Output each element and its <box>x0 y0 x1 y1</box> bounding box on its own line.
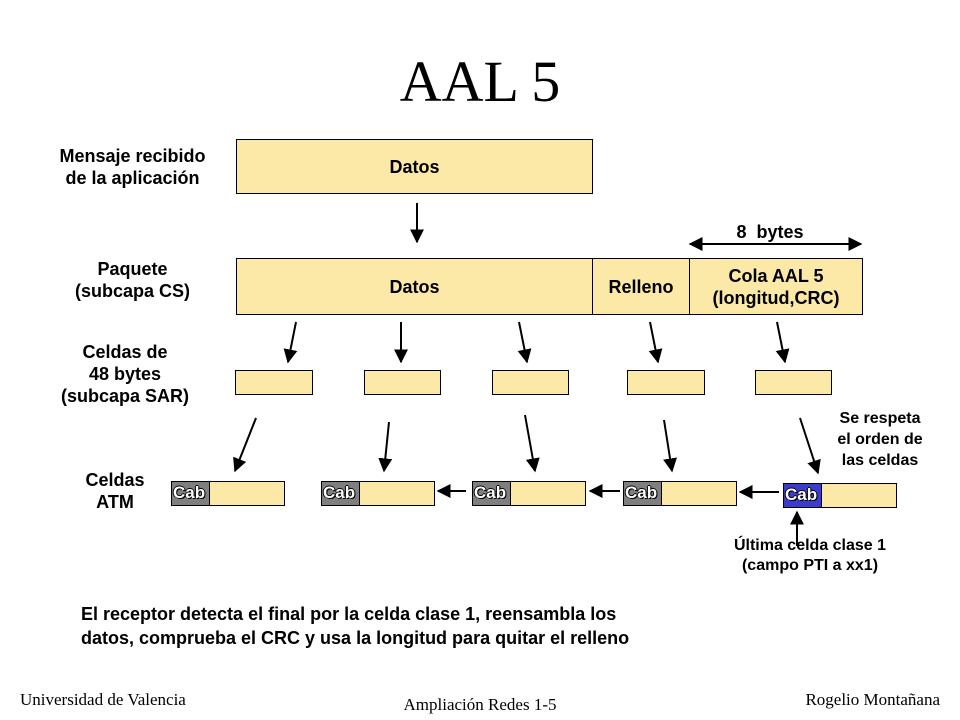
atm-header-last: Cab <box>784 484 822 507</box>
footer-center: Ampliación Redes 1-5 <box>403 695 557 714</box>
arrow-segment <box>517 321 532 364</box>
atm-header: Cab <box>322 482 360 505</box>
arrow-to-atm <box>663 419 677 473</box>
atm-cell: Cab <box>171 481 285 506</box>
padding-box: Relleno <box>592 258 690 315</box>
label-celdas-atm: Celdas ATM <box>85 470 145 512</box>
arrow-to-atm <box>799 417 821 475</box>
message-data-box: Datos <box>236 139 593 194</box>
label-celdas-48: Celdas de 48 bytes (subcapa SAR) <box>60 342 190 406</box>
atm-cell: Cab <box>623 481 737 506</box>
atm-header: Cab <box>172 482 210 505</box>
trailer-box: Cola AAL 5 (longitud,CRC) <box>689 258 863 315</box>
sar-cell <box>492 370 569 395</box>
arrow-segment <box>648 321 663 364</box>
atm-cell: Cab <box>472 481 586 506</box>
sar-cell <box>755 370 832 395</box>
sar-cell <box>627 370 705 395</box>
atm-cell: Cab <box>321 481 435 506</box>
arrow-to-atm <box>524 414 540 473</box>
arrow-segment <box>283 321 298 364</box>
arrow-segment <box>775 321 790 364</box>
order-note: Se respeta el orden de las celdas <box>837 410 923 469</box>
receiver-note: El receptor detecta el final por la celd… <box>81 604 630 648</box>
atm-header: Cab <box>624 482 662 505</box>
last-cell-note: Última celda clase 1 (campo PTI a xx1) <box>733 537 887 574</box>
page-title: AAL 5 <box>399 49 561 114</box>
sar-cell <box>235 370 313 395</box>
label-paquete: Paquete (subcapa CS) <box>74 259 191 301</box>
label-mensaje: Mensaje recibido de la aplicación <box>59 146 206 188</box>
footer-right: Rogelio Montañana <box>805 690 940 709</box>
arrow-to-atm <box>378 421 393 473</box>
footer-left: Universidad de Valencia <box>20 690 186 709</box>
arrow-to-atm <box>233 417 257 473</box>
atm-cell-last: Cab <box>783 483 897 508</box>
packet-data-box: Datos <box>236 258 593 315</box>
atm-header: Cab <box>473 482 511 505</box>
sar-cell <box>364 370 441 395</box>
